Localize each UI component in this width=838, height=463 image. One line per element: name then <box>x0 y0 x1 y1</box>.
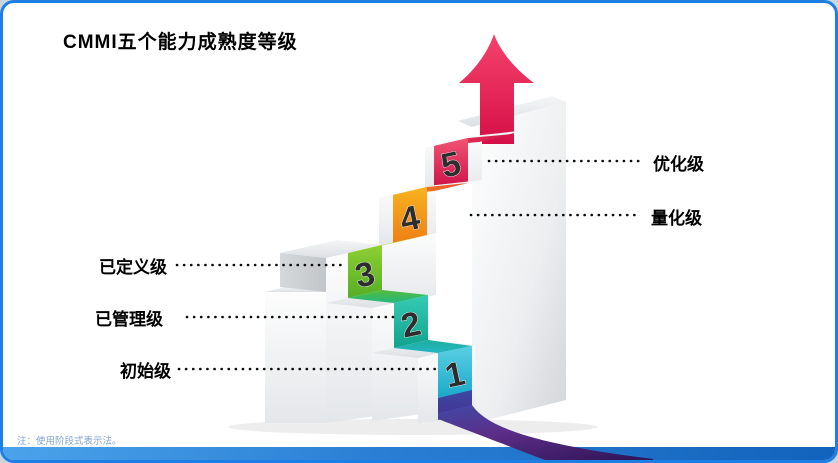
label-level-2: 已管理级 <box>95 310 163 329</box>
ribbon-level-5 <box>434 138 468 191</box>
label-level-4: 量化级 <box>651 209 702 228</box>
ribbon-fold-2 <box>348 290 428 303</box>
step-4 <box>379 180 482 246</box>
ribbon-level-4 <box>393 187 427 243</box>
page-title: CMMI五个能力成熟度等级 <box>63 32 298 53</box>
staircase-diagram: 1 2 3 4 5 <box>175 34 653 460</box>
ribbon-fold-1 <box>394 340 472 353</box>
step-5 <box>425 130 528 193</box>
leader-lines <box>175 159 643 371</box>
label-level-5: 优化级 <box>653 155 704 174</box>
ribbon-level-2 <box>394 295 428 348</box>
ribbon-level-3 <box>348 245 382 298</box>
ribbon-fold-3 <box>348 235 427 253</box>
ribbon-purple-flow <box>438 405 653 460</box>
ribbon-level-1 <box>438 346 472 398</box>
upper-flight-body <box>379 230 436 308</box>
label-level-1: 初始级 <box>120 362 171 381</box>
footnote: 注：使用阶段式表示法。 <box>17 436 122 447</box>
label-level-3: 已定义级 <box>99 258 167 277</box>
up-arrow-icon <box>459 34 534 144</box>
